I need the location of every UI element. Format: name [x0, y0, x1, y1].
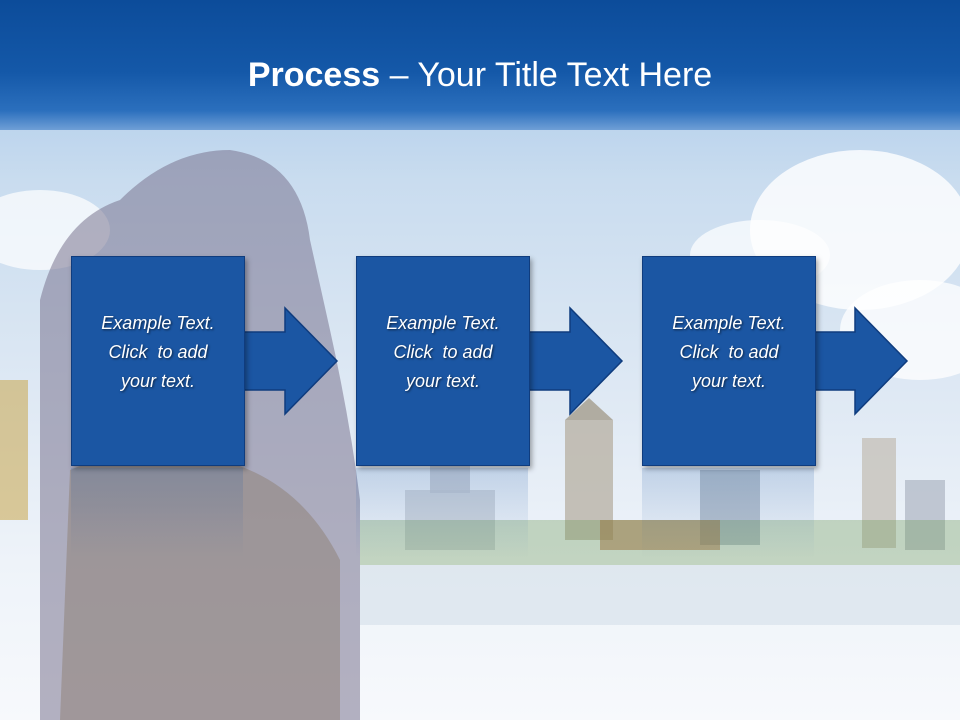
step-box[interactable]: Example Text. Click to add your text.	[356, 256, 530, 466]
process-arrow-3	[813, 306, 909, 416]
step-reflection-3	[642, 468, 814, 558]
step-text-line-3: your text.	[120, 371, 196, 391]
step-text: Example Text. Click to add your text.	[357, 309, 529, 396]
process-arrow-2	[528, 306, 624, 416]
step-reflection-1	[71, 468, 243, 558]
process-arrow-1	[243, 306, 339, 416]
step-text: Example Text. Click to add your text.	[72, 309, 244, 396]
title-bold: Process	[247, 56, 381, 94]
slide-title[interactable]: Process – Your Title Text Here	[0, 50, 960, 100]
title-rest: – Your Title Text Here	[380, 56, 713, 94]
step-text-line-1: Example Text.	[386, 313, 500, 333]
step-text-line-3: your text.	[405, 371, 481, 391]
process-step-1[interactable]: Example Text. Click to add your text.	[71, 256, 245, 466]
process-step-3[interactable]: Example Text. Click to add your text.	[642, 256, 816, 466]
step-text-line-2: Click to add	[108, 342, 208, 362]
step-text-line-1: Example Text.	[101, 313, 215, 333]
step-text-line-2: Click to add	[679, 342, 779, 362]
title-bar	[0, 0, 960, 130]
step-text-line-2: Click to add	[393, 342, 493, 362]
process-step-2[interactable]: Example Text. Click to add your text.	[356, 256, 530, 466]
step-reflection-2	[356, 468, 528, 558]
step-text-line-1: Example Text.	[672, 313, 786, 333]
step-text-line-3: your text.	[691, 371, 767, 391]
step-box[interactable]: Example Text. Click to add your text.	[642, 256, 816, 466]
step-box[interactable]: Example Text. Click to add your text.	[71, 256, 245, 466]
step-text: Example Text. Click to add your text.	[643, 309, 815, 396]
